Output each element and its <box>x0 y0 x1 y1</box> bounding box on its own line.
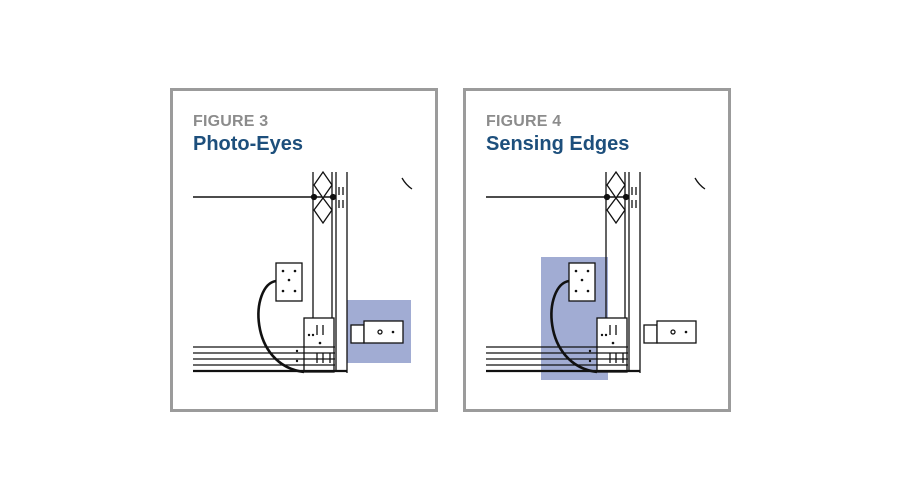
figure-number: FIGURE 3 <box>193 113 269 130</box>
photo-eyes-diagram <box>193 170 413 374</box>
door-track-drawing <box>193 170 413 374</box>
figure-4-panel: FIGURE 4 Sensing Edges <box>463 88 731 412</box>
figure-number: FIGURE 4 <box>486 113 562 130</box>
door-track-drawing <box>486 170 706 374</box>
figure-title: Sensing Edges <box>486 133 630 155</box>
sensing-edges-diagram <box>486 170 706 380</box>
figure-3-panel: FIGURE 3 Photo-Eyes <box>170 88 438 412</box>
figure-title: Photo-Eyes <box>193 133 304 155</box>
